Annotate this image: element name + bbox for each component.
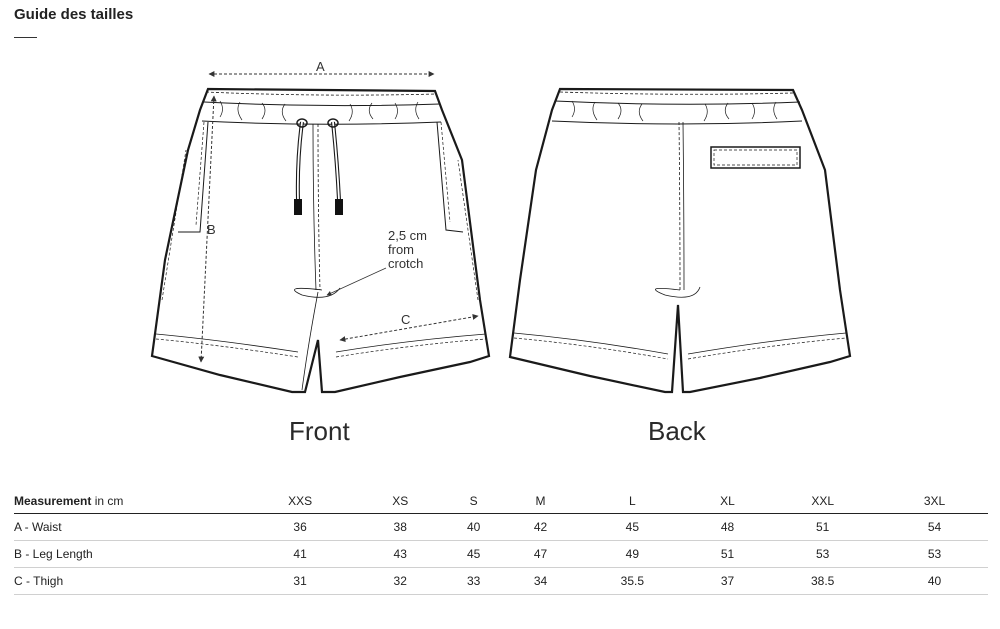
size-table: Measurement in cm XXS XS S M L XL XXL 3X… bbox=[14, 489, 988, 595]
table-cell: 33 bbox=[440, 567, 508, 595]
front-view-label: Front bbox=[289, 416, 350, 446]
dimension-a-label: A bbox=[316, 59, 325, 74]
dimension-b-label: B bbox=[207, 222, 216, 237]
table-cell: 43 bbox=[360, 540, 441, 568]
measurement-header: Measurement in cm bbox=[14, 489, 240, 514]
table-cell: 35.5 bbox=[573, 567, 691, 595]
table-cell: 38.5 bbox=[764, 567, 882, 595]
size-header: S bbox=[440, 489, 508, 514]
front-view bbox=[150, 71, 491, 394]
table-cell: 36 bbox=[240, 513, 361, 541]
table-row: B - Leg Length 41 43 45 47 49 51 53 53 bbox=[14, 540, 988, 568]
table-cell: 48 bbox=[690, 513, 765, 541]
back-view-label: Back bbox=[648, 416, 706, 446]
measurement-header-bold: Measurement bbox=[14, 494, 92, 508]
size-header: XXL bbox=[764, 489, 882, 514]
size-header: L bbox=[573, 489, 691, 514]
table-cell: 54 bbox=[881, 513, 988, 541]
table-row: C - Thigh 31 32 33 34 35.5 37 38.5 40 bbox=[14, 567, 988, 595]
table-cell: 40 bbox=[440, 513, 508, 541]
table-cell: 34 bbox=[507, 567, 574, 595]
table-row: A - Waist 36 38 40 42 45 48 51 54 bbox=[14, 513, 988, 541]
table-cell: 38 bbox=[360, 513, 441, 541]
size-header: XL bbox=[690, 489, 765, 514]
table-cell: 51 bbox=[764, 513, 882, 541]
size-header: M bbox=[507, 489, 574, 514]
measurement-header-unit: in cm bbox=[91, 494, 124, 508]
table-cell: 31 bbox=[240, 567, 361, 595]
back-view bbox=[508, 87, 852, 394]
crotch-note-line1: 2,5 cm bbox=[388, 228, 427, 243]
size-header: XXS bbox=[240, 489, 361, 514]
row-label: A - Waist bbox=[14, 513, 240, 541]
table-cell: 32 bbox=[360, 567, 441, 595]
table-cell: 51 bbox=[690, 540, 765, 568]
title-underline bbox=[14, 37, 37, 38]
table-cell: 45 bbox=[573, 513, 691, 541]
table-cell: 53 bbox=[764, 540, 882, 568]
page-title: Guide des tailles bbox=[14, 6, 134, 23]
table-cell: 53 bbox=[881, 540, 988, 568]
size-header: 3XL bbox=[881, 489, 988, 514]
table-cell: 47 bbox=[507, 540, 574, 568]
table-cell: 41 bbox=[240, 540, 361, 568]
table-cell: 45 bbox=[440, 540, 508, 568]
size-table-header: Measurement in cm XXS XS S M L XL XXL 3X… bbox=[14, 489, 988, 514]
table-cell: 40 bbox=[881, 567, 988, 595]
shorts-illustration: A B C 2,5 cm from crotch bbox=[150, 59, 852, 394]
size-header: XS bbox=[360, 489, 441, 514]
row-label: C - Thigh bbox=[14, 567, 240, 595]
row-label: B - Leg Length bbox=[14, 540, 240, 568]
dimension-c-label: C bbox=[401, 312, 410, 327]
table-cell: 42 bbox=[507, 513, 574, 541]
crotch-note-line3: crotch bbox=[388, 256, 423, 271]
table-cell: 37 bbox=[690, 567, 765, 595]
table-cell: 49 bbox=[573, 540, 691, 568]
crotch-note-line2: from bbox=[388, 242, 414, 257]
